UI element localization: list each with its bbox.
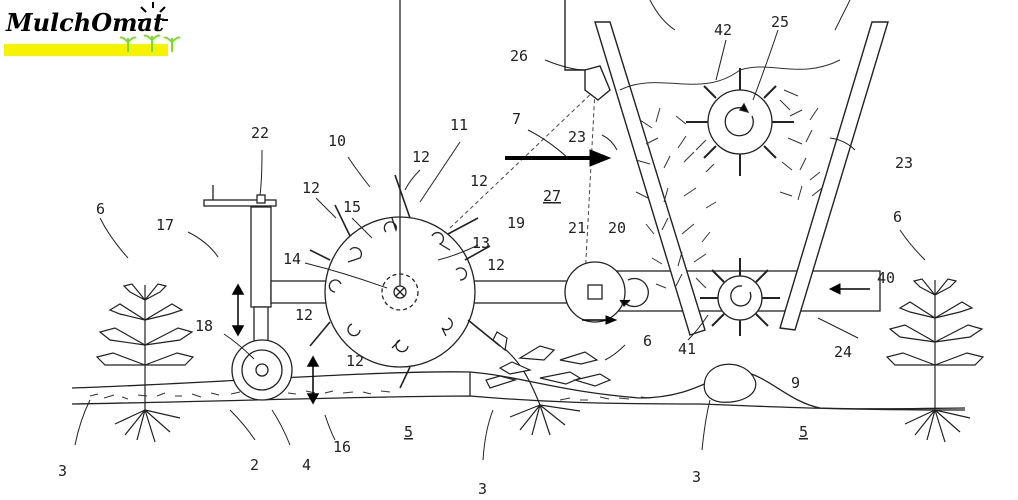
- label-12: 12: [470, 172, 488, 190]
- logo-bar: [4, 44, 168, 56]
- label-12: 12: [295, 306, 313, 324]
- label-19: 19: [507, 214, 525, 232]
- label-42: 42: [714, 21, 732, 39]
- label-23: 23: [895, 154, 913, 172]
- rotor-tines: [309, 174, 501, 389]
- label-21: 21: [568, 219, 586, 237]
- label-9: 9: [791, 374, 800, 392]
- mulch-layer: [89, 390, 650, 401]
- label-12: 12: [302, 179, 320, 197]
- ground: [71, 371, 966, 411]
- label-16: 16: [333, 438, 351, 456]
- plant-middle-bent: [485, 331, 612, 436]
- label-3: 3: [58, 462, 67, 480]
- label-24: 24: [834, 343, 852, 361]
- label-6: 6: [96, 200, 105, 218]
- arrow-20: [582, 315, 618, 325]
- label-3: 3: [692, 468, 701, 486]
- plant-left: [95, 283, 195, 443]
- feeder-lower: [700, 258, 780, 336]
- label-41: 41: [678, 340, 696, 358]
- rotor: [309, 0, 501, 389]
- label-14: 14: [283, 250, 301, 268]
- label-40: 40: [877, 269, 895, 287]
- label-7: 7: [512, 110, 521, 128]
- label-2: 2: [250, 456, 259, 474]
- label-26: 26: [510, 47, 528, 65]
- dashed-guide-2: [584, 89, 596, 279]
- label-17: 17: [156, 216, 174, 234]
- logo-text: MulchOmat: [5, 8, 164, 37]
- label-15: 15: [343, 198, 361, 216]
- leader-lines: [74, 0, 926, 461]
- label-4: 4: [302, 456, 311, 474]
- direction-arrow: [505, 149, 612, 167]
- label-22: 22: [251, 124, 269, 142]
- support-stand: [203, 185, 293, 401]
- sun-icon: [138, 2, 168, 21]
- label-11: 11: [450, 116, 468, 134]
- label-12: 12: [487, 256, 505, 274]
- hopper: [564, 0, 889, 336]
- height-arrows: [231, 283, 320, 405]
- label-25: 25: [771, 13, 789, 31]
- sprout-icon: [119, 34, 181, 52]
- label-20: 20: [608, 219, 626, 237]
- label-12: 12: [346, 352, 364, 370]
- mulch-outlet-pile: [703, 363, 757, 403]
- feeder-upper: [686, 68, 794, 176]
- label-5: 5: [799, 423, 808, 441]
- logo: MulchOmat: [4, 2, 181, 56]
- plant-right: [885, 278, 985, 443]
- rotor-slots: [328, 217, 468, 353]
- label-23: 23: [568, 128, 586, 146]
- roller: [564, 261, 649, 323]
- label-6: 6: [643, 332, 652, 350]
- label-27: 27: [543, 187, 561, 205]
- label-12: 12: [412, 148, 430, 166]
- label-18: 18: [195, 317, 213, 335]
- reference-labels: 2 3 3 3 4 5 5 6 6 6 7 9 10 11 12 12 12 1…: [58, 13, 913, 498]
- label-5: 5: [404, 423, 413, 441]
- label-13: 13: [472, 234, 490, 252]
- label-3: 3: [478, 480, 487, 498]
- label-10: 10: [328, 132, 346, 150]
- label-6: 6: [893, 208, 902, 226]
- arrow-40: [828, 283, 870, 295]
